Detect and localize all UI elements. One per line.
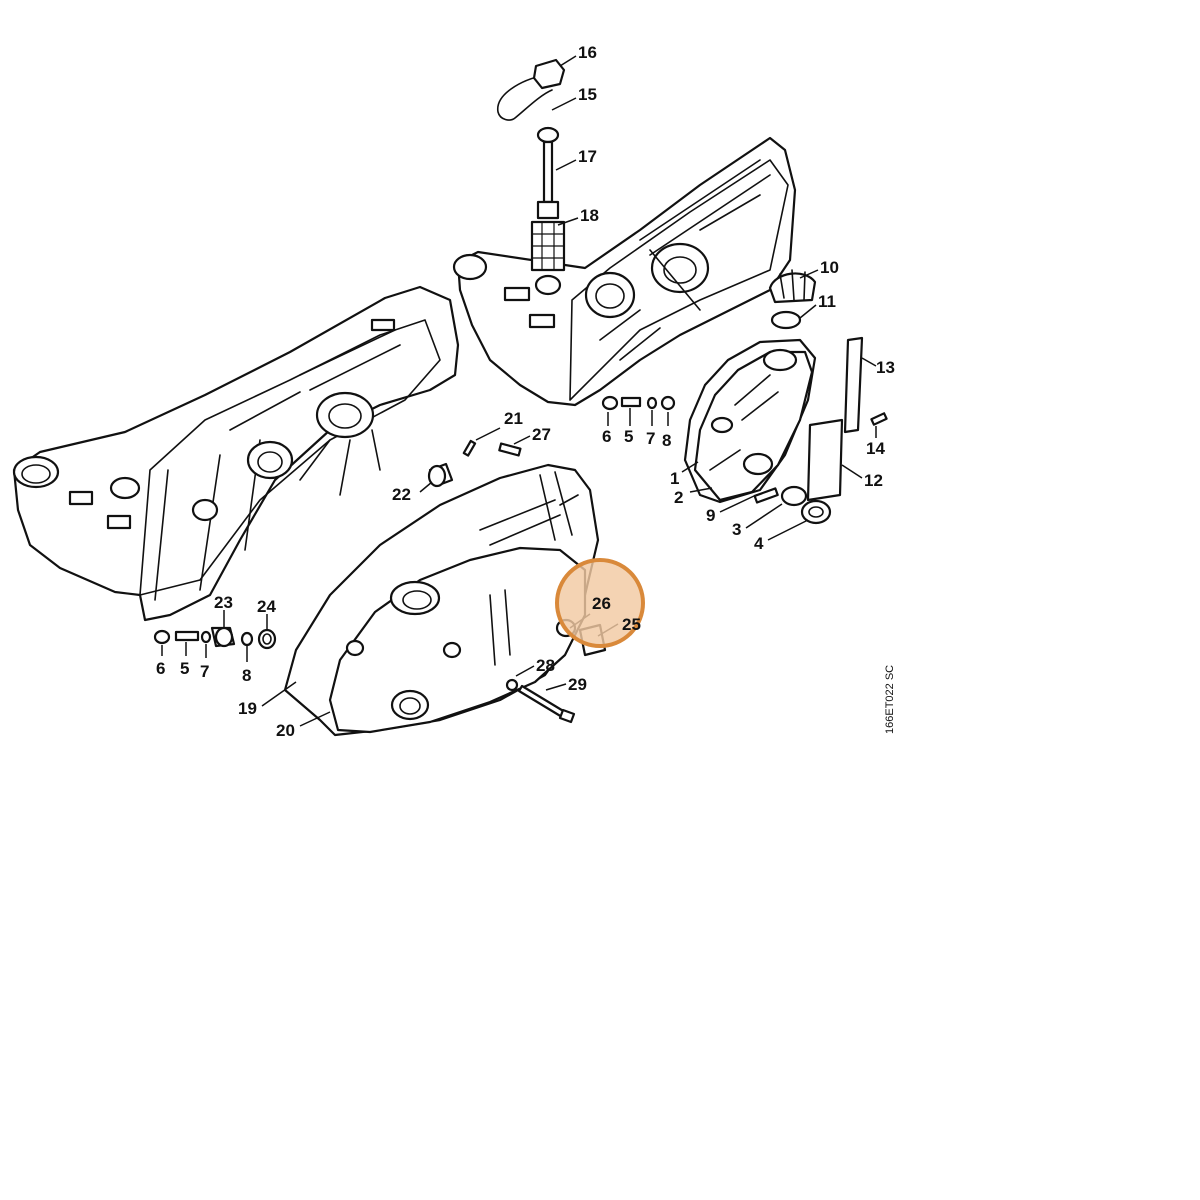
- callout-7-upper: 7: [646, 429, 655, 448]
- callout-4: 4: [754, 534, 764, 553]
- callout-15: 15: [578, 85, 597, 104]
- callout-18: 18: [580, 206, 599, 225]
- callout-16: 16: [578, 43, 597, 62]
- callout-1: 1: [670, 469, 679, 488]
- callout-8-lower: 8: [242, 666, 251, 685]
- right-crankcase-half: [452, 136, 797, 407]
- callout-14: 14: [866, 439, 885, 458]
- callout-23: 23: [214, 593, 233, 612]
- tank-cover-group: [683, 269, 888, 525]
- callout-9: 9: [706, 506, 715, 525]
- callout-26-highlighted: 26: [592, 594, 611, 613]
- callout-6-upper: 6: [602, 427, 611, 446]
- callout-labels: 16 15 17 18 10 11 13 14 12 1 2 9 3 4 6 5…: [156, 43, 895, 740]
- figure-reference: 166ET022 SC: [884, 665, 896, 734]
- fuel-pickup-assembly: [497, 58, 566, 272]
- callout-17: 17: [578, 147, 597, 166]
- callout-8-upper: 8: [662, 431, 671, 450]
- callout-7-lower: 7: [200, 662, 209, 681]
- callout-2: 2: [674, 488, 683, 507]
- stud-set-lower: [153, 626, 277, 650]
- callout-20: 20: [276, 721, 295, 740]
- callout-13: 13: [876, 358, 895, 377]
- pins-and-sleeve: [427, 439, 522, 488]
- stud-set-upper: [601, 395, 676, 411]
- left-crankcase-half: [12, 285, 460, 622]
- callout-22: 22: [392, 485, 411, 504]
- highlight-circle: [555, 558, 645, 648]
- callout-3: 3: [732, 520, 741, 539]
- callout-11: 11: [818, 292, 836, 311]
- callout-5-upper: 5: [624, 427, 633, 446]
- callout-10: 10: [820, 258, 839, 277]
- callout-12: 12: [864, 471, 883, 490]
- callout-27: 27: [532, 425, 551, 444]
- callout-19: 19: [238, 699, 257, 718]
- callout-24: 24: [257, 597, 276, 616]
- callout-5-lower: 5: [180, 659, 189, 678]
- callout-29: 29: [568, 675, 587, 694]
- callout-25: 25: [622, 615, 641, 634]
- callout-28: 28: [536, 656, 555, 675]
- screw-and-washer: [505, 678, 576, 724]
- callout-21: 21: [504, 409, 523, 428]
- callout-6-lower: 6: [156, 659, 165, 678]
